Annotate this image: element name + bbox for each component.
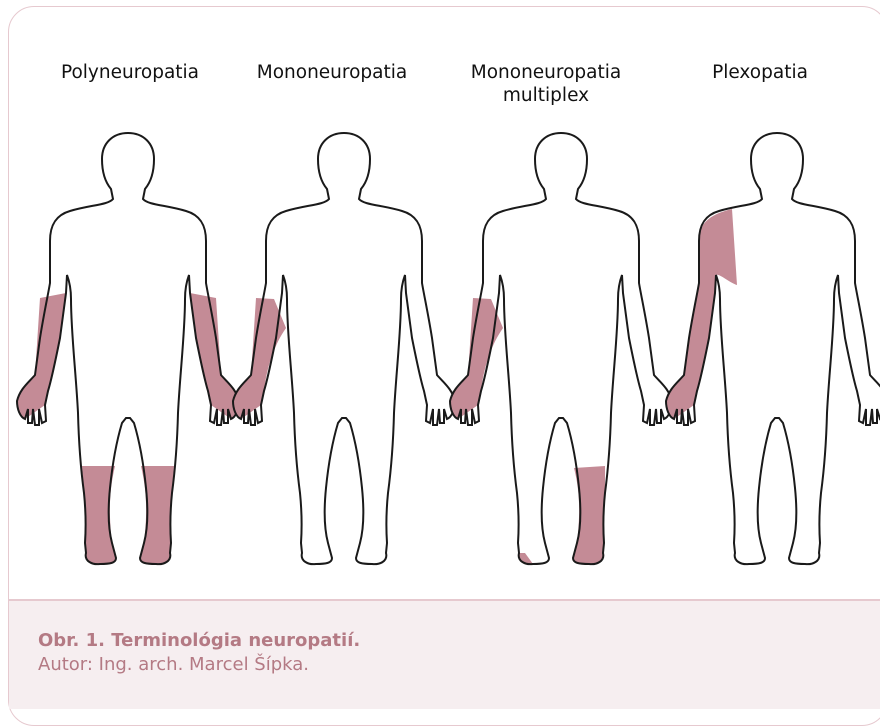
caption-title: Obr. 1. Terminológia neuropatií. bbox=[38, 630, 360, 651]
figure-polyneuropatia bbox=[17, 133, 239, 564]
caption-author: Autor: Ing. arch. Marcel Šípka. bbox=[38, 654, 309, 675]
affected-area-left-arm bbox=[17, 293, 66, 419]
body-figures-diagram bbox=[0, 0, 880, 600]
figure-mononeuropatia-multiplex bbox=[450, 133, 672, 564]
figure-mononeuropatia bbox=[233, 133, 455, 564]
affected-area-right-arm bbox=[190, 293, 239, 419]
figure-plexopatia bbox=[666, 133, 880, 564]
